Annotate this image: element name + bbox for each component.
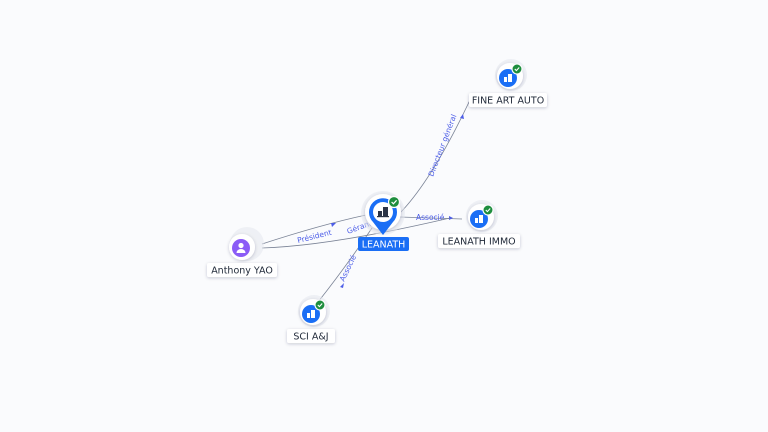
node-fine-art-auto[interactable]: FINE ART AUTO — [469, 59, 547, 107]
node-leanath-immo[interactable]: LEANATH IMMO — [438, 200, 520, 248]
node-label-leanath: LEANATH — [362, 240, 406, 251]
node-label-bg — [287, 329, 335, 343]
company-icon — [307, 310, 315, 318]
node-label-bg — [469, 93, 547, 107]
node-label-bg — [358, 237, 409, 251]
node-label-leanath-immo: LEANATH IMMO — [442, 237, 515, 248]
edge-arrow-icon — [449, 216, 453, 220]
person-icon — [236, 242, 246, 253]
company-icon — [377, 207, 389, 218]
node-label-anthony-yao: Anthony YAO — [211, 266, 273, 277]
company-icon — [475, 215, 483, 223]
edge-label-directeur-general: Directeur général — [426, 113, 458, 178]
verified-check-icon — [314, 299, 326, 311]
edge-label-president: Président — [296, 228, 332, 245]
node-sci-aj[interactable]: SCI A&J — [287, 295, 335, 343]
edge-arrow-icon — [331, 223, 336, 227]
node-label-fine-art-auto: FINE ART AUTO — [472, 96, 544, 107]
edge-anthony-yao-leanath-president[interactable] — [261, 214, 367, 245]
node-label-bg — [438, 234, 520, 248]
edge-arrow-icon — [460, 114, 464, 119]
edge-label-associe-immo: Associé — [416, 213, 445, 222]
edge-label-associe-sci: Associé — [338, 253, 359, 283]
edge-arrow-icon — [340, 283, 344, 288]
company-icon — [504, 74, 512, 82]
verified-check-icon — [387, 195, 401, 209]
node-leanath[interactable]: LEANATH — [358, 191, 409, 251]
node-label-bg — [207, 263, 277, 277]
edge-anthony-yao-leanath-gerant[interactable] — [261, 217, 451, 249]
node-anthony-yao[interactable]: Anthony YAO — [207, 227, 277, 277]
verified-check-icon — [482, 204, 494, 216]
node-label-sci-aj: SCI A&J — [293, 332, 328, 343]
edge-sci-aj-leanath[interactable] — [317, 227, 373, 303]
verified-check-icon — [511, 63, 523, 75]
